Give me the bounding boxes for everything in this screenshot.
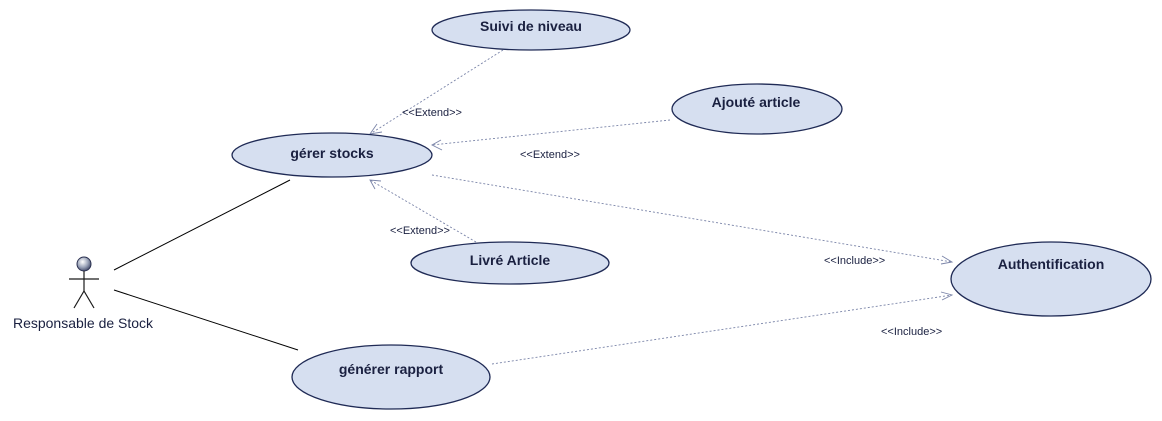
extend-suivi-dependency: [369, 49, 504, 135]
actor-name: Responsable de Stock: [13, 315, 154, 331]
usecase-gerer-stocks[interactable]: gérer stocks: [231, 132, 433, 178]
extend-livre-dependency: [369, 179, 477, 243]
usecase-generer-rapport[interactable]: générer rapport: [291, 344, 491, 410]
extend-livre-label: <<Extend>>: [390, 225, 450, 237]
usecase-gerer-label: gérer stocks: [290, 145, 373, 161]
extend-ajoute-dependency: [431, 119, 671, 151]
extend-suivi-label: <<Extend>>: [402, 107, 462, 119]
usecase-livre-label: Livré Article: [470, 252, 551, 268]
usecase-ajoute-article[interactable]: Ajouté article: [671, 83, 843, 135]
usecase-auth-label: Authentification: [998, 256, 1105, 272]
usecase-authentification[interactable]: Authentification: [950, 241, 1152, 317]
actor-stick-figure[interactable]: [69, 256, 99, 309]
include-gerer-label: <<Include>>: [824, 255, 885, 267]
usecase-suivi-de-niveau[interactable]: Suivi de niveau: [431, 9, 631, 51]
include-gerer-dependency: [431, 174, 954, 265]
association-generer-rapport: [113, 289, 299, 351]
include-generer-label: <<Include>>: [881, 326, 942, 338]
usecase-livre-article[interactable]: Livré Article: [410, 241, 610, 285]
association-gerer-stocks: [113, 179, 291, 271]
actor-head-icon: [76, 256, 92, 272]
include-generer-dependency: [491, 291, 954, 365]
extend-ajoute-label: <<Extend>>: [520, 149, 580, 161]
usecase-ajoute-label: Ajouté article: [712, 94, 801, 110]
usecase-generer-label: générer rapport: [339, 361, 444, 377]
usecase-suivi-label: Suivi de niveau: [480, 18, 582, 34]
